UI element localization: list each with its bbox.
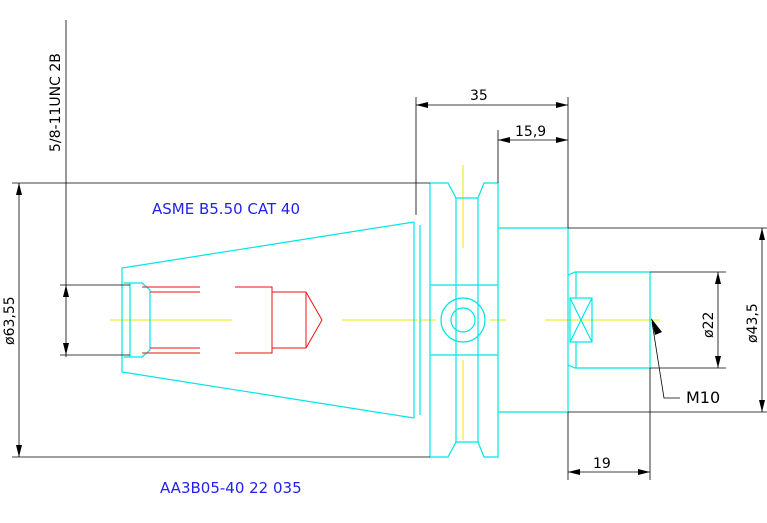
- shank-outline: [498, 227, 569, 413]
- label-dia-bore: ø22: [701, 312, 717, 338]
- thread-bore: [124, 282, 151, 358]
- arrow-m10: [651, 318, 662, 335]
- drawing-title: ASME B5.50 CAT 40: [152, 200, 300, 218]
- bore-nut-cross-2: [569, 297, 593, 343]
- label-dia-shank: ø43,5: [745, 303, 761, 343]
- label-dia-taper: ø63,55: [2, 296, 18, 345]
- label-bore-depth: 19: [593, 456, 611, 472]
- arrow-159-right: [556, 137, 568, 143]
- section-lines: [142, 286, 323, 354]
- arrow-159-left: [498, 137, 510, 143]
- arrow-35-left: [416, 102, 428, 108]
- dimension-lines: [12, 20, 767, 480]
- label-length-flange: 15,9: [515, 124, 546, 140]
- orientation-hole-inner: [450, 307, 476, 333]
- taper-outline: [121, 221, 415, 419]
- arrow-thread-top: [63, 285, 69, 297]
- arrowheads: [16, 102, 765, 475]
- drill-tip: [272, 291, 323, 349]
- arrow-19-left: [568, 469, 580, 475]
- arrow-22-bottom: [715, 356, 721, 368]
- label-length-overall: 35: [470, 88, 488, 104]
- arrow-435-top: [759, 228, 765, 240]
- arrow-6355-bottom: [16, 445, 22, 457]
- label-thread-callout: M10: [686, 388, 720, 407]
- orientation-hole-outer: [440, 297, 486, 343]
- m10-leader: [651, 321, 680, 399]
- label-thread: 5/8-11UNC 2B: [48, 53, 64, 152]
- arrow-19-right: [638, 469, 650, 475]
- arrow-22-top: [715, 272, 721, 284]
- flange-outline: [429, 182, 499, 458]
- part-number: AA3B05-40 22 035: [160, 479, 302, 497]
- bore-outline: [567, 271, 651, 369]
- centerlines: [110, 165, 660, 440]
- tool-holder-outline: [121, 182, 651, 458]
- arrow-6355-top: [16, 183, 22, 195]
- arrow-35-right: [556, 102, 568, 108]
- arrow-thread-bottom: [63, 343, 69, 355]
- arrow-435-bottom: [759, 400, 765, 412]
- bore-nut: [569, 297, 593, 343]
- drill-step: [258, 286, 273, 354]
